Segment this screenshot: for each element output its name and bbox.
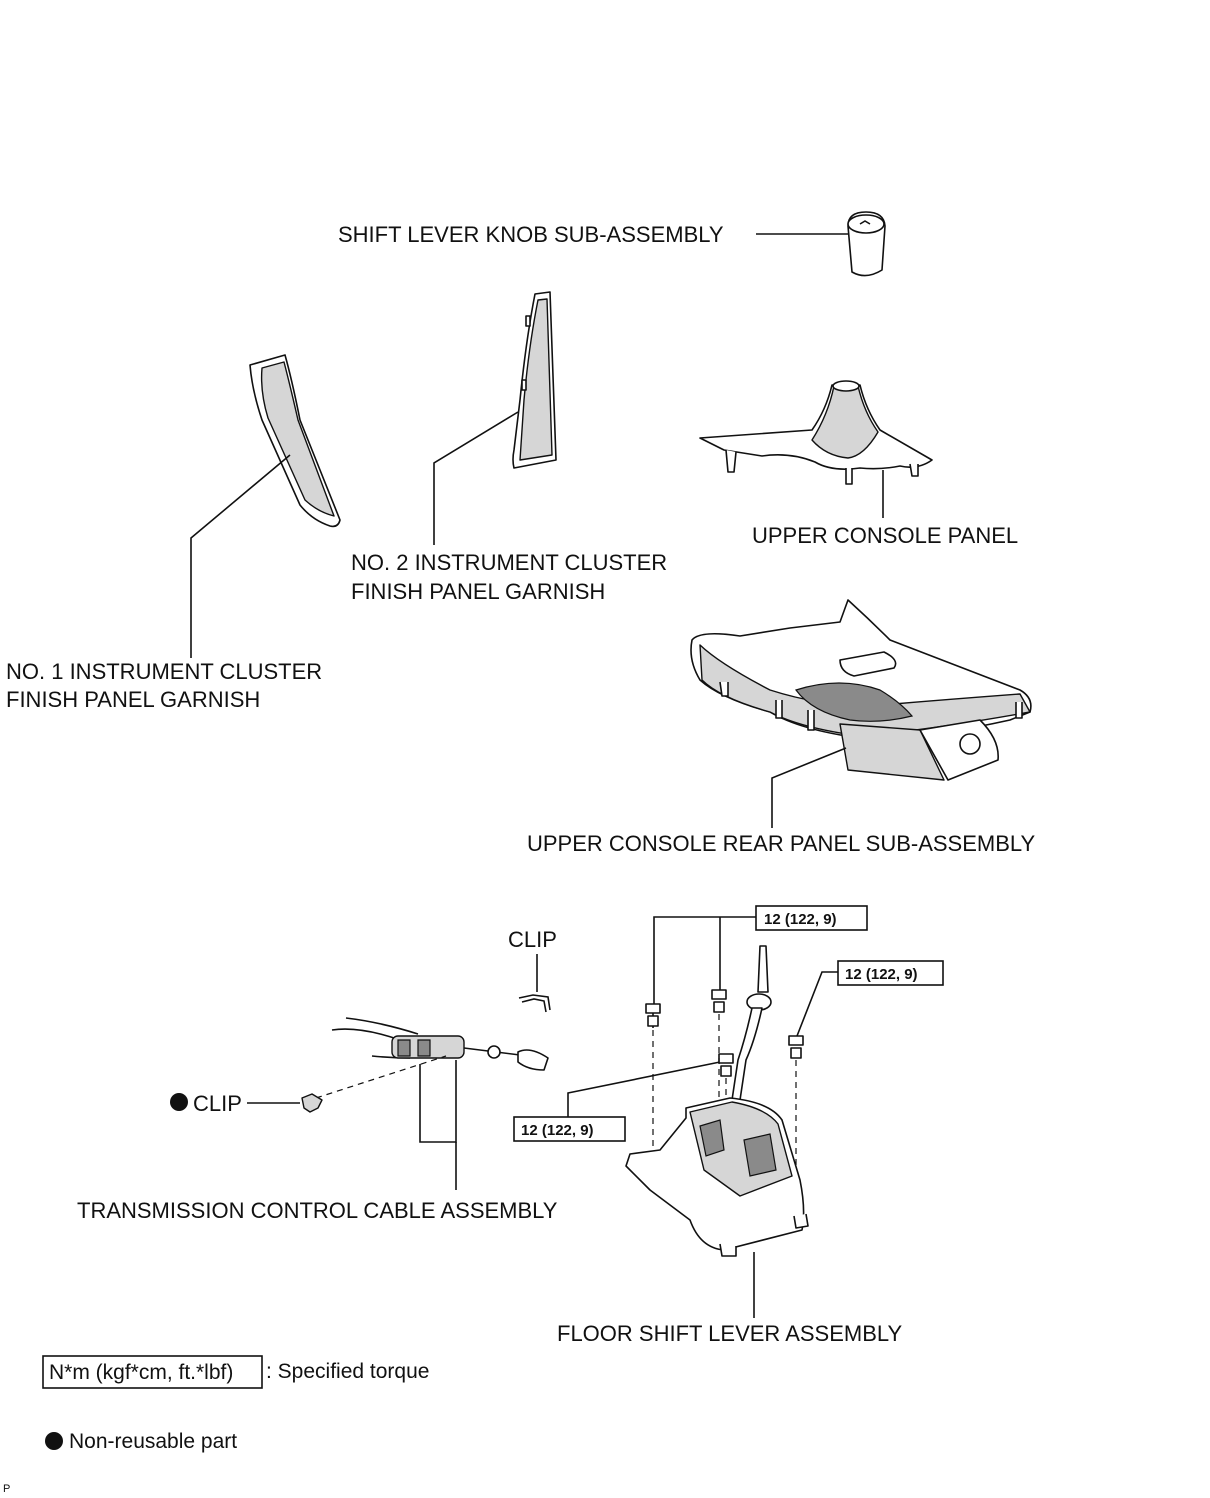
upper-console-rear-panel-label: UPPER CONSOLE REAR PANEL SUB-ASSEMBLY xyxy=(527,831,1036,856)
legend-torque-box-text: N*m (kgf*cm, ft.*lbf) xyxy=(49,1361,233,1384)
torque-top-box xyxy=(755,905,868,931)
nonreusable-marker xyxy=(170,1093,188,1111)
torque-right-leader xyxy=(796,971,838,1037)
legend-nonreusable-text: Non-reusable part xyxy=(69,1430,237,1453)
upper-console-rear-panel-illustration xyxy=(690,599,1032,781)
no1-garnish-label-line1: NO. 1 INSTRUMENT CLUSTER xyxy=(6,659,322,684)
shift-lever-knob-illustration xyxy=(847,211,886,277)
no2-garnish-leader xyxy=(433,411,519,545)
legend-torque-box xyxy=(42,1355,263,1389)
transmission-cable-label: TRANSMISSION CONTROL CABLE ASSEMBLY xyxy=(77,1198,558,1223)
legend-nonreusable-marker xyxy=(45,1432,63,1450)
upper-console-panel-illustration xyxy=(699,380,933,485)
legend-torque-desc: : Specified torque xyxy=(266,1360,429,1383)
no2-garnish-label-line1: NO. 2 INSTRUMENT CLUSTER xyxy=(351,550,667,575)
no2-garnish-illustration xyxy=(512,291,557,469)
shift-lever-knob-label: SHIFT LEVER KNOB SUB-ASSEMBLY xyxy=(338,222,724,247)
bolt-icon xyxy=(645,1003,661,1028)
floor-shift-lever-label: FLOOR SHIFT LEVER ASSEMBLY xyxy=(557,1321,903,1346)
torque-left-leader xyxy=(567,1061,721,1117)
torque-top-text: 12 (122, 9) xyxy=(764,911,837,928)
no1-garnish-label-line2: FINISH PANEL GARNISH xyxy=(6,687,260,712)
clip-alignment-line xyxy=(315,1055,447,1099)
clip-left-illustration xyxy=(301,1093,323,1113)
upper-console-rear-panel-leader xyxy=(771,747,847,828)
bolt-icon xyxy=(711,989,727,1013)
bolt-icon xyxy=(718,1053,734,1077)
transmission-cable-illustration xyxy=(331,1017,549,1071)
transmission-cable-leader xyxy=(419,1060,457,1143)
corner-mark: P xyxy=(3,1483,10,1495)
no2-garnish-label-line2: FINISH PANEL GARNISH xyxy=(351,579,605,604)
clip-left-label: CLIP xyxy=(193,1091,242,1116)
torque-right-text: 12 (122, 9) xyxy=(845,966,918,983)
no1-garnish-illustration xyxy=(249,354,341,528)
upper-console-panel-label: UPPER CONSOLE PANEL xyxy=(752,523,1018,548)
clip-top-illustration xyxy=(518,994,551,1013)
bolt-icon xyxy=(788,1035,804,1059)
torque-top-leader xyxy=(653,916,756,1004)
no1-garnish-leader xyxy=(190,454,291,658)
torque-right-box xyxy=(837,960,944,986)
floor-shift-lever-illustration xyxy=(625,945,809,1257)
clip-top-label: CLIP xyxy=(508,927,557,952)
torque-left-text: 12 (122, 9) xyxy=(521,1122,594,1139)
torque-left-box xyxy=(513,1116,626,1142)
